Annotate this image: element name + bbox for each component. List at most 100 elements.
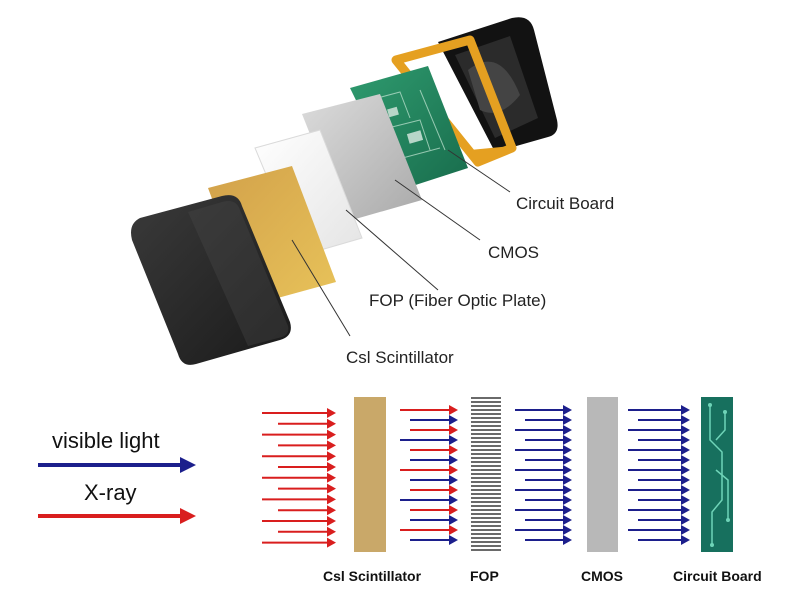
fop-stripe xyxy=(471,433,501,435)
xray-arrow-head xyxy=(327,451,336,462)
visible-light-arrow-head xyxy=(563,425,572,435)
fop-stripe xyxy=(471,481,501,483)
visible-light-arrow-head xyxy=(449,435,458,445)
fop-stripe xyxy=(471,465,501,467)
visible-light-arrow-head xyxy=(449,455,458,465)
xray-legend-label: X-ray xyxy=(84,480,137,505)
fop-stripe xyxy=(471,453,501,455)
fop-stripe xyxy=(471,549,501,551)
visible-light-arrow-head xyxy=(563,415,572,425)
fop-stripe xyxy=(471,513,501,515)
xray-arrow-head xyxy=(449,405,458,415)
xray-arrow-head xyxy=(327,429,336,440)
visible-light-arrow-head xyxy=(681,475,690,485)
visible-light-arrow-head xyxy=(681,415,690,425)
visible-light-arrow-head xyxy=(563,465,572,475)
visible-light-arrow-head xyxy=(681,515,690,525)
fop-stripe xyxy=(471,497,501,499)
visible-light-arrow-head xyxy=(681,535,690,545)
visible-light-arrow-head xyxy=(681,455,690,465)
visible-light-arrow-head xyxy=(449,515,458,525)
fop-stripe xyxy=(471,501,501,503)
callout-fop: FOP (Fiber Optic Plate) xyxy=(369,291,547,310)
visible-light-arrow-head xyxy=(681,525,690,535)
visible-light-arrow-head xyxy=(563,485,572,495)
fop-stripe xyxy=(471,441,501,443)
fop-stripe xyxy=(471,469,501,471)
scintillator-layer-bar xyxy=(354,397,386,552)
visible-light-arrow-head xyxy=(563,455,572,465)
layer-label-cmos: CMOS xyxy=(581,568,623,584)
visible-light-arrow-head xyxy=(449,495,458,505)
xray-arrow-head xyxy=(327,505,336,516)
visible-light-arrow-head xyxy=(681,425,690,435)
fop-stripe xyxy=(471,537,501,539)
visible-light-arrow-head xyxy=(563,525,572,535)
fop-stripe xyxy=(471,421,501,423)
xray-legend-arrow xyxy=(38,508,196,524)
fop-stripe xyxy=(471,533,501,535)
fop-stripe xyxy=(471,529,501,531)
xray-arrow-head xyxy=(449,485,458,495)
cmos-part xyxy=(302,94,422,222)
visible-light-arrow-head xyxy=(563,435,572,445)
fop-stripe xyxy=(471,461,501,463)
xray-arrow-head xyxy=(327,516,336,526)
visible-light-arrow-head xyxy=(563,475,572,485)
fop-stripe xyxy=(471,409,501,411)
layer-label-circuit-board: Circuit Board xyxy=(673,568,762,584)
xray-arrow-head xyxy=(327,494,336,505)
xray-arrow-head xyxy=(449,445,458,455)
cmos-leader xyxy=(394,179,481,241)
xray-arrow-head xyxy=(327,418,336,429)
fop-stripe xyxy=(471,509,501,511)
callout-circuit-board: Circuit Board xyxy=(516,194,615,213)
fop-stripe xyxy=(471,457,501,459)
fop-stripe xyxy=(471,449,501,451)
visible-light-arrow-head xyxy=(563,445,572,455)
xray-arrow-head xyxy=(327,440,336,451)
fop-stripe xyxy=(471,489,501,491)
xray-arrow-head xyxy=(449,425,458,435)
visible-light-arrow-head xyxy=(563,405,572,415)
layer-label-scintillator: Csl Scintillator xyxy=(323,568,422,584)
visible-light-arrows-after-cmos xyxy=(628,405,690,545)
visible-light-arrow-head xyxy=(449,535,458,545)
visible-light-arrow-head xyxy=(681,435,690,445)
fop-stripe xyxy=(471,429,501,431)
fop-stripe xyxy=(471,485,501,487)
visible-light-arrow-head xyxy=(681,485,690,495)
fop-stripe xyxy=(471,401,501,403)
mixed-arrows-after-scintillator xyxy=(400,405,458,545)
visible-light-arrow-head xyxy=(449,475,458,485)
visible-light-arrow-head xyxy=(681,465,690,475)
fop-stripe xyxy=(471,405,501,407)
xray-arrow-head xyxy=(327,483,336,494)
fop-stripe xyxy=(471,477,501,479)
layer-label-fop: FOP xyxy=(470,568,499,584)
fop-stripe xyxy=(471,493,501,495)
fop-stripe xyxy=(471,413,501,415)
visible-light-legend-label: visible light xyxy=(52,428,160,453)
xray-arrow-head xyxy=(449,525,458,535)
fop-stripe xyxy=(471,505,501,507)
fop-stripe xyxy=(471,525,501,527)
fop-stripe xyxy=(471,417,501,419)
xray-arrows-incoming xyxy=(262,408,336,548)
fop-stripe xyxy=(471,473,501,475)
fop-leader xyxy=(345,209,439,291)
fop-stripe xyxy=(471,545,501,547)
cmos-layer-bar xyxy=(587,397,618,552)
circuit-board-layer-bar xyxy=(701,397,733,552)
visible-light-arrow-head xyxy=(563,515,572,525)
visible-light-arrow-head xyxy=(681,445,690,455)
xray-arrow-head xyxy=(327,472,336,483)
fop-stripe xyxy=(471,425,501,427)
visible-light-arrow-head xyxy=(449,415,458,425)
visible-light-arrow-head xyxy=(681,505,690,515)
fop-layer-bar xyxy=(471,397,501,551)
xray-arrow-head xyxy=(449,505,458,515)
fop-stripe xyxy=(471,517,501,519)
